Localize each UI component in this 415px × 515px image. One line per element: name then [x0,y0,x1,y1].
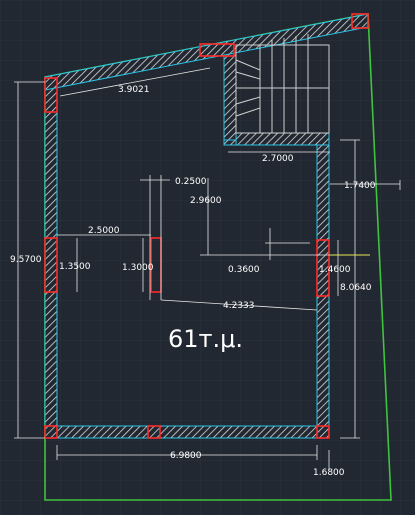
dim-stair-width: 2.7000 [262,154,294,164]
dim-total-height: 9.5700 [10,255,42,265]
dim-right-height: 8.0640 [340,283,372,293]
dim-left-span: 2.5000 [88,226,120,236]
dim-bottom-width: 6.9800 [170,451,202,461]
dim-top-wall: 3.9021 [118,85,150,95]
dim-right-window: 1.4600 [319,265,351,275]
dim-right-offset: 1.7400 [344,181,376,191]
dim-left-window: 1.3500 [59,262,91,272]
dim-bottom-offset: 1.6800 [313,468,345,478]
dim-diag-span: 4.2333 [223,301,255,311]
dim-small-offset: 0.3600 [228,265,260,275]
dim-inner-window: 1.3000 [122,263,154,273]
area-label: 61т.μ. [168,325,243,353]
dimension-lines [14,67,401,470]
walls [44,13,369,439]
dim-interior-drop: 2.9600 [190,196,222,206]
openings [44,13,369,439]
dimension-labels: 3.9021 2.7000 1.7400 0.2500 2.9600 2.500… [10,85,376,478]
staircase [235,34,330,134]
dim-wall-thickness: 0.2500 [175,177,207,187]
